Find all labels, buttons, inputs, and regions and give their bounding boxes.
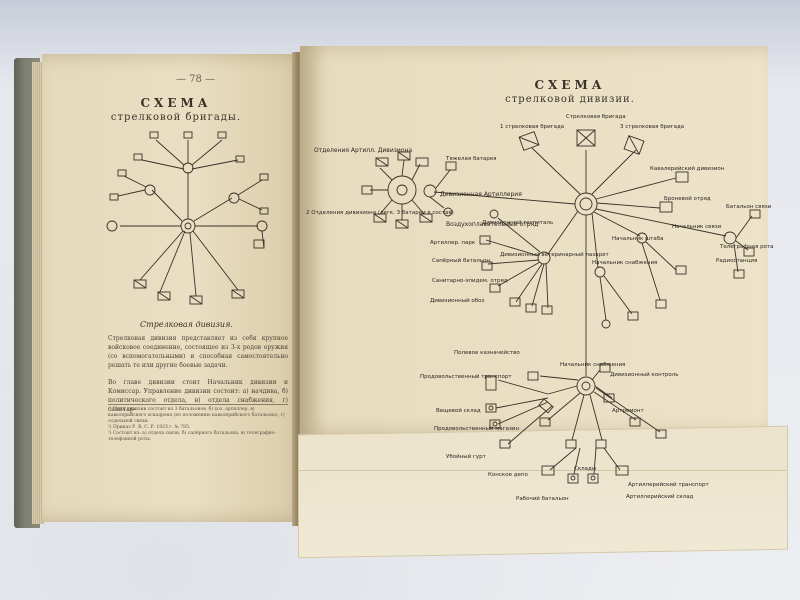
label-clothing: Вещевой склад	[436, 407, 481, 414]
footnote-2: ²) Приказ Р. В. С. Р. 1923 г. № 785.	[108, 425, 191, 430]
label-regiment-2: Стрелковая бригада	[566, 114, 626, 120]
paragraph-1: Стрелковая дивизия представляет из себя …	[108, 335, 288, 369]
brigade-scheme	[106, 131, 269, 305]
label-regiment-1: 1 стрелковая бригада	[500, 124, 564, 130]
left-scheme-title: СХЕМА	[140, 96, 212, 110]
section-caption: Стрелковая дивизия.	[140, 320, 233, 329]
label-heavy-battery: Тяжелая батарея	[445, 156, 496, 162]
page-stack	[32, 62, 44, 524]
label-artillery-div: Отделения Артилл. Дивизиона	[314, 147, 412, 154]
label-div-supply: Дивизионный обоз	[430, 297, 485, 304]
label-commissar: Начальник снабжения	[560, 362, 625, 368]
label-div-hq: Начальник штаба	[612, 236, 664, 242]
label-treasury: Полевое казначейство	[454, 349, 520, 356]
label-horse-depot: Конское депо	[488, 472, 528, 478]
label-repair: Артремонт	[612, 408, 644, 414]
label-aviation: Воздухоплавательный отряд	[446, 221, 538, 228]
label-sanitary: Санитарно-эпидем. отряд	[432, 278, 508, 284]
label-supply-chief: Начальник снабжения	[592, 260, 657, 266]
left-scheme-subtitle: стрелковой бригады.	[110, 112, 242, 123]
right-page	[300, 46, 768, 434]
label-food-stock: Продовольственный магазин	[434, 425, 520, 432]
label-workers: Рабочий батальон	[516, 495, 569, 502]
label-signal: Батальон связи	[726, 204, 772, 210]
footnotes: ¹) Полк дивизии состоит из 3 батальонов,…	[108, 404, 288, 443]
label-div-vet: Дивизионный ветеринарный лазарет	[500, 251, 609, 258]
label-artillery-store: Артиллерийский склад	[626, 493, 694, 500]
label-chief-signal: Начальник связи	[672, 224, 722, 230]
label-two-art-div: 2 Отделения дивизиона (легк. 3 батареи в…	[306, 210, 454, 216]
open-book	[14, 52, 794, 552]
right-scheme-subtitle: стрелковой дивизии.	[505, 94, 635, 105]
label-armor: Броневой отряд	[664, 195, 711, 202]
division-scheme	[361, 129, 761, 484]
label-div-hospital: Дивизионный госпиталь	[482, 219, 553, 226]
left-page	[42, 54, 310, 522]
label-div-control: Дивизионный контроль	[610, 371, 679, 378]
paragraph-2: Во главе дивизии стоит Начальник дивизии…	[108, 379, 288, 413]
label-regiment-3: 3 стрелковая бригада	[620, 124, 684, 130]
label-cavalry: Кавалерийский дивизион	[650, 165, 725, 172]
label-livestock: Убойный гурт	[446, 453, 487, 460]
label-div-artillery: Дивизионная Артиллерия	[440, 191, 522, 198]
right-scheme-title: СХЕМА	[534, 78, 606, 92]
page-number: — 78 —	[176, 74, 216, 85]
label-telegraph: Телеграфная рота	[719, 244, 774, 250]
label-radio: Радиостанция	[716, 258, 757, 264]
footnote-1: ¹) Полк дивизии состоит из 3 батальонов,…	[108, 407, 285, 424]
label-artillery-transport: Артиллерийский транспорт	[628, 481, 709, 488]
division-hub	[574, 192, 598, 216]
label-transport: Продовольственный транспорт	[420, 373, 512, 380]
label-art-park: Артиллер. парк	[430, 240, 476, 246]
brigade-hub	[180, 218, 196, 234]
label-engineer: Сапёрный батальон	[432, 257, 490, 264]
footnote-3: ³) Состоит из: а) отдела связи, б) сапёр…	[108, 431, 276, 442]
label-warehouse: Склады	[574, 466, 596, 472]
